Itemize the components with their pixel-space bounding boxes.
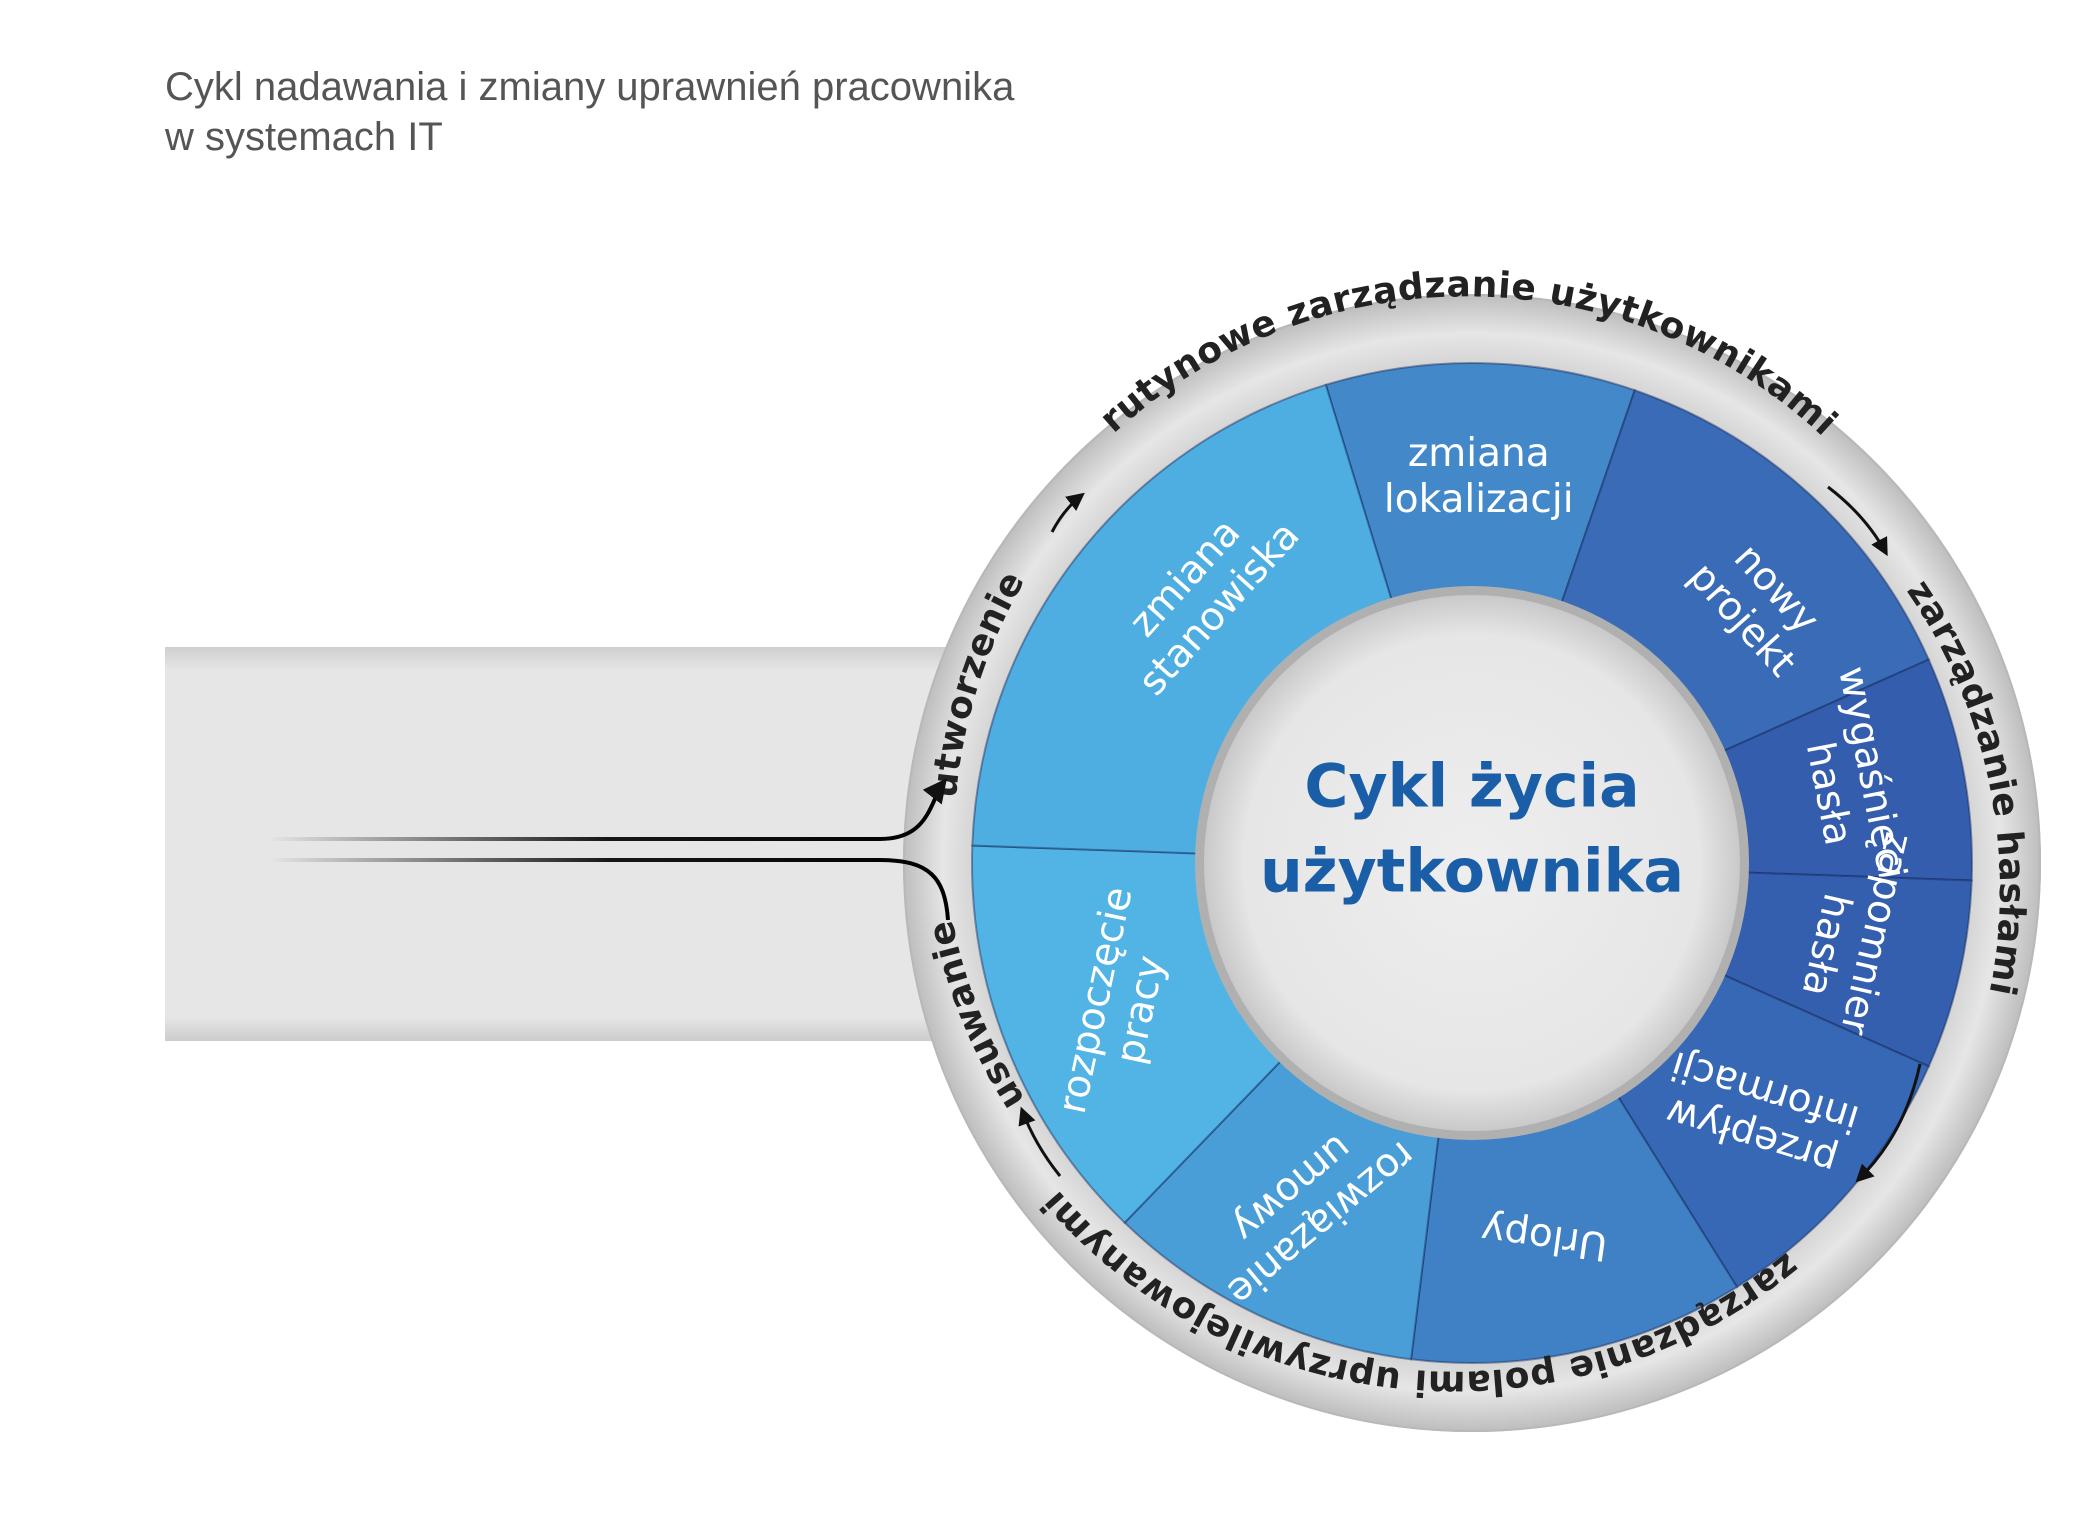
center-title-line-2: użytkownika [1260,837,1684,907]
diagram-title: Cykl nadawania i zmiany uprawnień pracow… [165,62,1014,162]
title-line-1: Cykl nadawania i zmiany uprawnień pracow… [165,65,1015,109]
create-flow-arrow-icon [268,778,947,841]
title-line-2: w systemach IT [165,115,443,159]
remove-flow-line [268,858,950,921]
segment-label-line: zmiana [1408,431,1550,476]
arrow-icon [1018,1106,1062,1177]
arrow-icon [1827,485,1888,557]
center-hub [1204,595,1740,1131]
entry-bar [165,647,995,1041]
arrow-icon [1855,1063,1922,1183]
arrow-icon [1050,492,1085,533]
segment-label-line: lokalizacji [1384,477,1574,522]
center-title-line-1: Cykl życia [1304,752,1639,822]
